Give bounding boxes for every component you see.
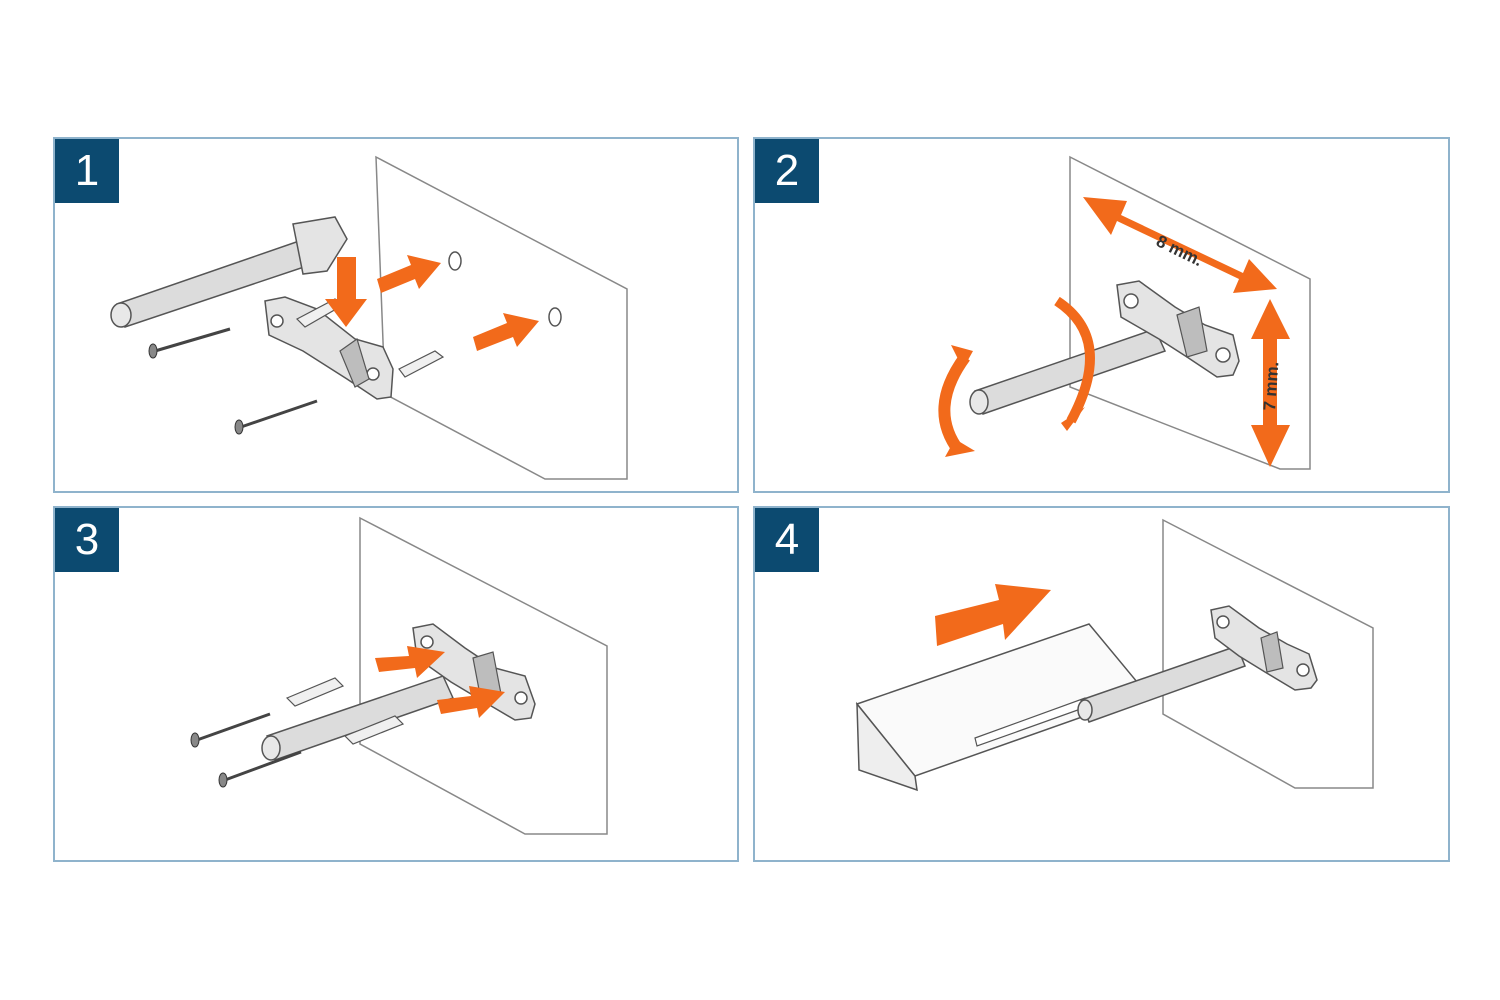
- step-1-illustration: [110, 155, 628, 480]
- shelf-pin-rod: [261, 675, 455, 761]
- step-number-badge: 2: [755, 139, 819, 203]
- rotate-arrow-icon: [1054, 296, 1095, 424]
- wall-plug: [285, 677, 405, 745]
- step-2-illustration: 8 mm. 7 mm.: [938, 155, 1311, 470]
- step-3-illustration: [190, 516, 608, 835]
- mounting-bracket: [1210, 605, 1318, 691]
- screw-bottom: [234, 399, 318, 435]
- tilt-arrow-icon: [938, 353, 970, 455]
- arrow-down-icon: [325, 257, 367, 327]
- dimension-vertical-label: 7 mm.: [1260, 361, 1282, 411]
- shelf-pin-rod: [1077, 645, 1246, 723]
- step-number-badge: 3: [55, 508, 119, 572]
- tilt-arrow-head-top: [951, 345, 973, 369]
- step-number-badge: 4: [755, 508, 819, 572]
- dimension-arrow-vertical-icon: [1251, 299, 1290, 467]
- arrow-right-icon: [935, 584, 1051, 646]
- mounting-bracket: [264, 296, 394, 400]
- step-4-illustration: [855, 518, 1374, 792]
- tilt-arrow-head-bottom: [945, 439, 975, 457]
- screw-top: [190, 712, 271, 748]
- arrow-right-icon: [377, 255, 441, 293]
- arrow-right-icon: [473, 313, 539, 351]
- arrow-right-icon: [375, 646, 445, 678]
- mounting-bracket: [1116, 280, 1240, 378]
- arrow-right-icon: [437, 686, 505, 718]
- rotate-arrow-head: [1061, 407, 1085, 431]
- wall: [375, 155, 628, 480]
- shelf-pin-rod: [110, 216, 348, 328]
- screw-bottom: [218, 750, 302, 788]
- shelf-pin-rod: [969, 328, 1167, 415]
- wall-hole-bottom: [548, 307, 562, 327]
- step-panel-4: 4: [753, 506, 1450, 862]
- step-panel-3: 3: [53, 506, 739, 862]
- shelf-board: [855, 623, 1149, 792]
- step-panel-1: 1: [53, 137, 739, 493]
- mounting-bracket: [412, 623, 536, 721]
- wall-hole-top: [448, 251, 462, 271]
- step-number-badge: 1: [55, 139, 119, 203]
- step-panel-2: 2 8 mm. 7 mm.: [753, 137, 1450, 493]
- dimension-arrow-horizontal-icon: [1083, 197, 1277, 293]
- screw-top: [148, 327, 231, 359]
